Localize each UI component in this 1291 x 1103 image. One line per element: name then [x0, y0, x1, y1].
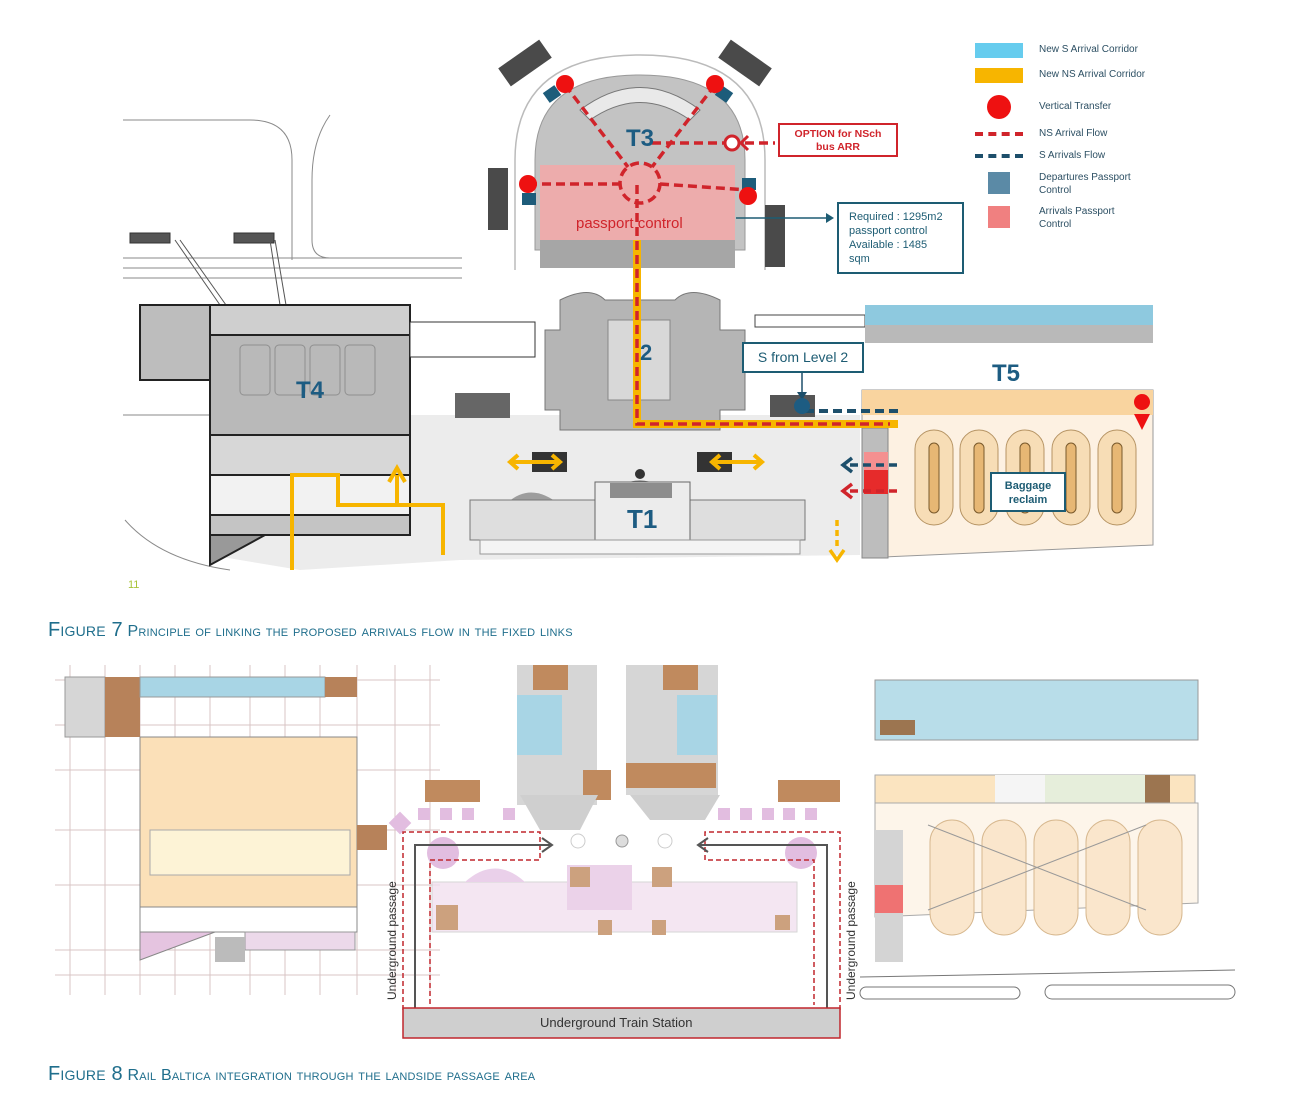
t5-building [861, 305, 1154, 559]
blue-dashed-line-icon [975, 148, 1023, 164]
yellow-down-arrow-icon [828, 548, 846, 564]
figure-8-caption: Figure 8 Rail Baltica integration throug… [48, 1063, 535, 1086]
option-box-line2: bus ARR [816, 141, 860, 153]
option-arrow-icon [738, 134, 750, 152]
steel-blue-square-icon [975, 171, 1023, 195]
s-from-level2-label: S from Level 2 [757, 349, 849, 365]
arrivals-pc-t5-light [864, 452, 888, 470]
t1-faded [431, 865, 798, 935]
cyan-bar-icon [975, 43, 1023, 58]
passage-arrows [414, 837, 828, 1018]
stand-blocks [488, 39, 785, 267]
s-arrival-corridor [865, 305, 1153, 325]
figure-8-caption-text: Rail Baltica integration through the lan… [127, 1067, 536, 1084]
area-box-line3: Available : 1485 [849, 239, 928, 251]
legend-label: New NS Arrival Corridor [1039, 69, 1146, 80]
label-t5: T5 [992, 360, 1020, 387]
jet-bridges [129, 232, 287, 306]
baggage-line1: Baggage [1004, 480, 1052, 492]
legend-item-vertical-transfer: Vertical Transfer [975, 95, 1149, 119]
figure-7-drawing: T3 2 T4 T1 T5 passport control [123, 39, 1154, 571]
legend-label: Departures Passport Control [1039, 172, 1131, 196]
legend-item-departures-pc: Departures Passport Control [975, 171, 1149, 197]
legend-item-arrivals-pc: Arrivals Passport Control [975, 205, 1149, 231]
t4-yellow-paths [290, 473, 445, 570]
passport-area-box: Required : 1295m2 passport control Avail… [837, 202, 964, 274]
central-piers [425, 665, 840, 830]
train-station-label: Underground Train Station [540, 1015, 692, 1030]
s-flow-arrowhead-icon [840, 456, 854, 474]
legend-label: NS Arrival Flow [1039, 128, 1108, 139]
figure-8-drawing: Underground Train Station Underground pa… [55, 665, 1236, 1039]
orange-bar-icon [975, 68, 1023, 83]
legend-label: New S Arrival Corridor [1039, 44, 1138, 55]
t4-up-arrow-icon [387, 463, 407, 483]
underground-passage-left: Underground passage [385, 881, 399, 1000]
t4-building [139, 304, 536, 567]
figure-7-caption-text: Principle of linking the proposed arriva… [127, 623, 573, 640]
label-t4: T4 [296, 377, 325, 404]
apron-roads [123, 114, 462, 571]
figure-7-caption: Figure 7 Principle of linking the propos… [48, 619, 573, 642]
s-arrival-point [794, 398, 810, 414]
red-circle-icon [975, 95, 1023, 119]
option-box-line1: OPTION for NSch [794, 128, 882, 140]
label-t1: T1 [627, 504, 657, 534]
underground-train-station [402, 1007, 841, 1039]
figure-8-plan: Underground Train Station Underground pa… [0, 655, 1291, 1045]
t5-area [859, 679, 1236, 1000]
plaza-double-arrows [506, 453, 766, 471]
figure-8-caption-prefix: Figure 8 [48, 1063, 123, 1085]
ns-arrival-flow-main [635, 185, 890, 426]
underground-passage-right: Underground passage [844, 881, 858, 1000]
t4-area [64, 676, 387, 962]
option-nsch-box: OPTION for NSch bus ARR [778, 123, 898, 157]
label-t3: T3 [626, 125, 654, 152]
area-box-line1: Required : 1295m2 [849, 211, 943, 223]
label-t2: 2 [640, 340, 652, 365]
center-marker [615, 834, 629, 848]
t1-building [469, 469, 806, 555]
baggage-reclaim-box: Baggage reclaim [990, 472, 1066, 512]
figure-7-caption-prefix: Figure 7 [48, 619, 123, 641]
s-from-level2-box: S from Level 2 [742, 342, 864, 373]
ns-flow-arrowhead-icon [840, 482, 854, 500]
ns-arrival-flow-t3 [528, 83, 775, 205]
baggage-line2: reclaim [1008, 494, 1048, 506]
legend-item-ns-corridor: New NS Arrival Corridor [975, 68, 1149, 83]
vertical-transfer-points [519, 75, 1150, 410]
legend-item-s-flow: S Arrivals Flow [975, 148, 1149, 164]
figure-7-plan: T3 2 T4 T1 T5 passport control [123, 39, 1154, 571]
t5-down-arrow-icon [1134, 414, 1150, 430]
page-number: 11 [128, 579, 140, 591]
option-transfer-ring [723, 134, 741, 152]
area-box-line2: passport control [849, 225, 928, 237]
legend-label: Arrivals Passport Control [1039, 206, 1115, 230]
area-box-line4: sqm [849, 253, 870, 265]
red-dashed-line-icon [975, 126, 1023, 142]
passport-control-label: passport control [576, 215, 683, 232]
pink-square-icon [975, 205, 1023, 229]
legend-label: Vertical Transfer [1039, 101, 1112, 112]
legend-item-s-corridor: New S Arrival Corridor [975, 43, 1149, 58]
legend-label: S Arrivals Flow [1039, 150, 1106, 161]
legend-item-ns-flow: NS Arrival Flow [975, 126, 1149, 142]
